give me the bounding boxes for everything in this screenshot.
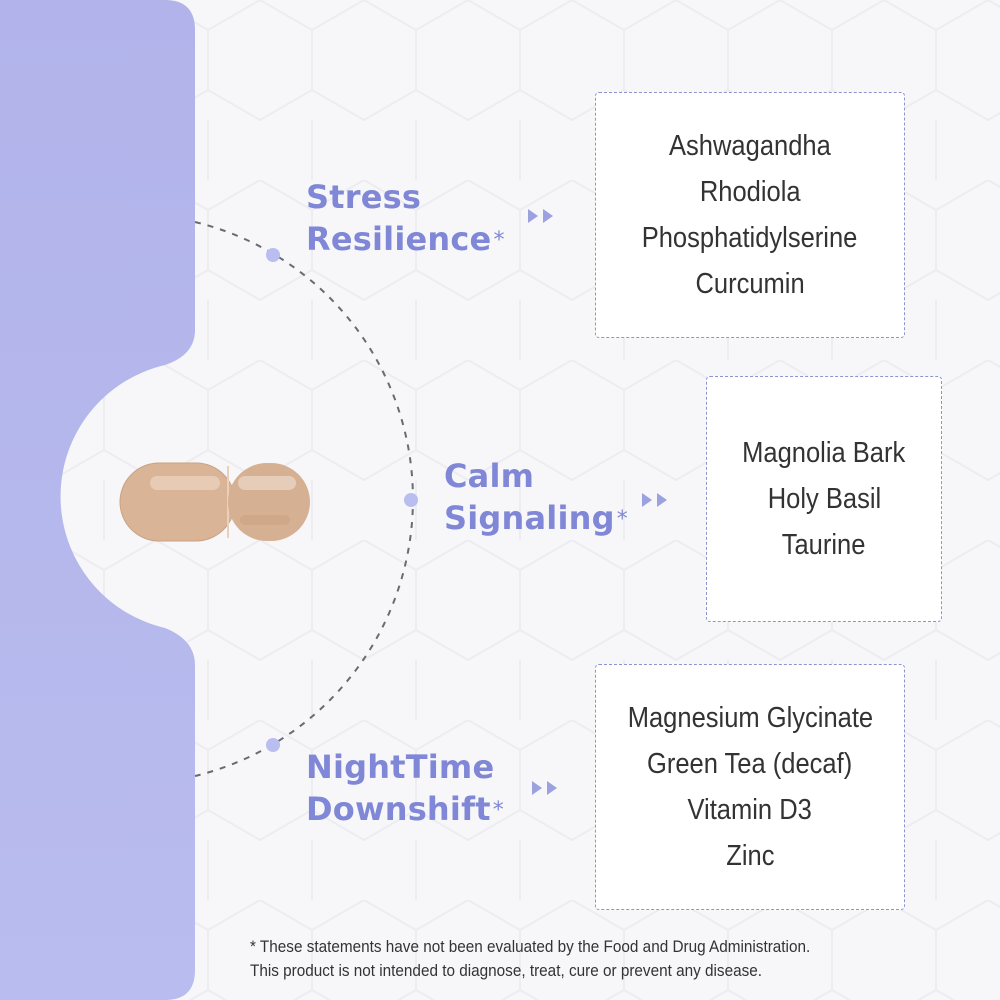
ingredient-item: Magnesium Glycinate — [627, 702, 873, 734]
ingredient-box-nighttime: Magnesium Glycinate Green Tea (decaf) Vi… — [595, 664, 905, 910]
benefit-calm-signaling: Calm Signaling* — [444, 455, 628, 539]
double-arrow-icon — [528, 209, 553, 223]
ingredient-item: Magnolia Bark — [742, 437, 906, 469]
disclaimer-line2: This product is not intended to diagnose… — [250, 961, 763, 980]
ingredient-box-stress: Ashwagandha Rhodiola Phosphatidylserine … — [595, 92, 905, 338]
benefit-title-line1: Calm — [444, 457, 535, 495]
double-arrow-icon — [642, 493, 667, 507]
benefit-title-line2: Signaling — [444, 499, 615, 537]
ingredient-item: Green Tea (decaf) — [647, 748, 853, 780]
side-panel — [0, 0, 195, 1000]
ingredient-item: Taurine — [782, 529, 866, 561]
disclaimer-line1: * These statements have not been evaluat… — [250, 937, 811, 956]
ingredient-item: Vitamin D3 — [687, 794, 813, 826]
asterisk: * — [616, 507, 628, 532]
connector-dot — [404, 493, 418, 507]
asterisk: * — [492, 798, 504, 823]
benefit-nighttime-downshift: NightTime Downshift* — [306, 746, 504, 830]
benefit-title-line1: Stress — [306, 178, 422, 216]
ingredient-box-calm: Magnolia Bark Holy Basil Taurine — [706, 376, 942, 622]
ingredient-item: Zinc — [725, 840, 775, 872]
asterisk: * — [493, 228, 505, 253]
ingredient-item: Phosphatidylserine — [642, 222, 858, 254]
ingredient-item: Curcumin — [695, 268, 805, 300]
connector-dot — [266, 738, 280, 752]
ingredient-item: Holy Basil — [767, 483, 881, 515]
benefit-title-line2: Resilience — [306, 220, 492, 258]
fda-disclaimer: * These statements have not been evaluat… — [250, 935, 990, 983]
double-arrow-icon — [532, 781, 557, 795]
benefit-title-line1: NightTime — [306, 748, 495, 786]
benefit-stress-resilience: Stress Resilience* — [306, 176, 505, 260]
benefit-title-line2: Downshift — [306, 790, 491, 828]
ingredient-item: Ashwagandha — [669, 130, 831, 162]
ingredient-item: Rhodiola — [699, 176, 801, 208]
connector-dot — [266, 248, 280, 262]
